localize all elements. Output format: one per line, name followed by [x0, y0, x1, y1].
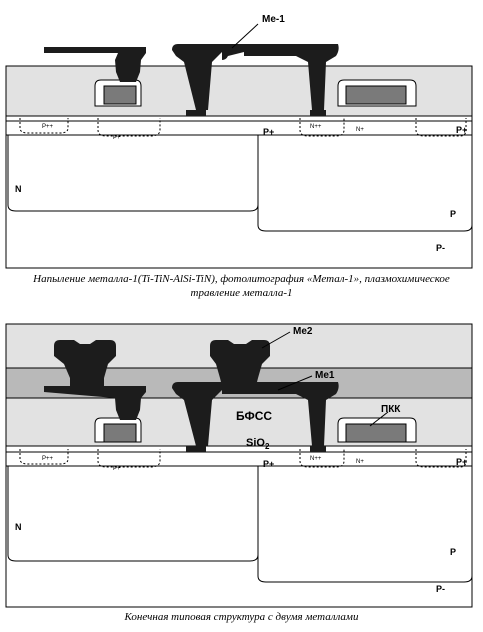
fig1-nplus-mid-label: N++: [310, 124, 322, 130]
fig1-poly-gate-left: [103, 85, 137, 105]
fig2-caption: Конечная типовая структура с двумя метал…: [124, 611, 359, 623]
fig1-caption-line1: Напыление металла-1(Ti-TiN-AlSi-TiN), фо…: [33, 273, 450, 285]
fig1-poly-gate-right: [345, 85, 407, 105]
fig2-pplus-b-label: P+: [456, 457, 467, 467]
figure-1: Me-1 P++ P+ N++ N+ P+ P+ N P P-: [5, 14, 473, 269]
fig1-metal1-right: [244, 44, 339, 110]
fig1-me1-label: Me-1: [262, 14, 285, 25]
fig1-caption-line2: травление металла-1: [190, 287, 293, 299]
fig2-metal1-left: [44, 386, 146, 420]
fig1-pplus-left-label: P++: [42, 124, 54, 130]
fig1-metal1-mid: [172, 44, 222, 110]
figure-2: Me2 Me1 БФСС ПКК SiO2 P++ P+ N++ N+ P+ P…: [5, 323, 473, 608]
fig2-n-region-label: N: [15, 522, 22, 532]
svg-text:SiO2: SiO2: [246, 437, 270, 451]
fig2-me1-label: Me1: [315, 370, 335, 381]
fig2-p-region-label: P: [450, 547, 456, 557]
fig2-poly-gate-right: [345, 423, 407, 443]
fig2-me2-label: Me2: [293, 326, 313, 337]
fig2-sio2-subscript: 2: [265, 442, 270, 451]
fig1-p-minus-label: P-: [436, 243, 445, 253]
fig2-sio2-label: SiO: [246, 437, 265, 449]
fig2-metal2-right: [210, 340, 270, 386]
fig1-n-region-label: N: [15, 184, 22, 194]
fig2-p-minus-label: P-: [436, 584, 445, 594]
fig2-n-small-label: N+: [356, 459, 364, 465]
fig2-nplus-mid-label: N++: [310, 456, 322, 462]
fig2-bfss-label: БФСС: [236, 409, 272, 423]
fig2-pplus-left-label: P++: [42, 456, 54, 462]
fig1-p-small-label: P+: [113, 135, 121, 141]
fig2-p-small-label: P+: [113, 466, 121, 472]
fig1-n-small-label: N+: [356, 127, 364, 133]
fig2-poly-gate-left: [103, 423, 137, 443]
fig2-pplus-a-label: P+: [263, 459, 274, 469]
fig2-metal1-right: [222, 382, 339, 446]
fig2-pkk-label: ПКК: [381, 404, 401, 415]
fig1-metal1-left: [44, 47, 146, 82]
fig1-pplus-b-label: P+: [456, 125, 467, 135]
fig2-metal1-mid: [172, 382, 222, 446]
fig1-pplus-a-label: P+: [263, 127, 274, 137]
fig1-p-region-label: P: [450, 209, 456, 219]
fig2-metal2-left: [54, 340, 116, 386]
